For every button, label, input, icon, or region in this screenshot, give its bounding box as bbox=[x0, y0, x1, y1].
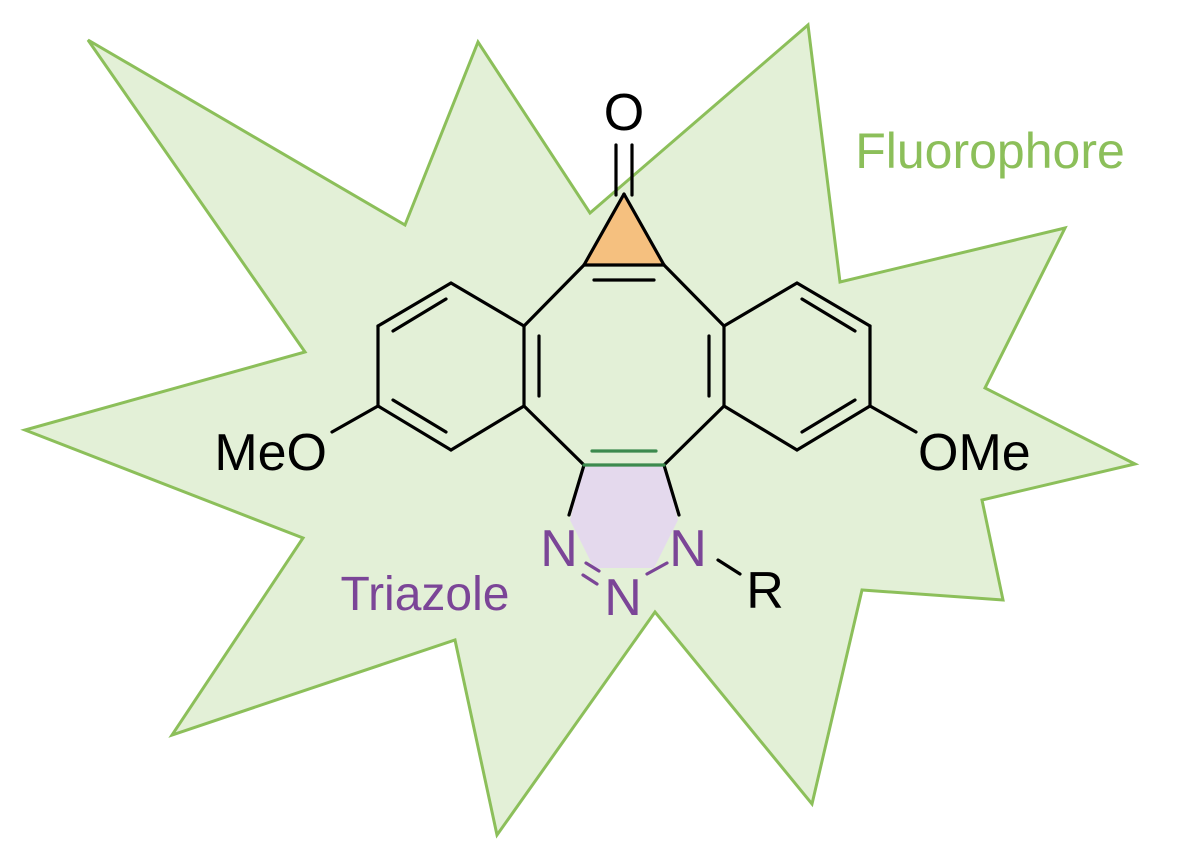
nitrogen-left-label: N bbox=[540, 520, 578, 578]
molecule-bonds bbox=[330, 143, 918, 576]
starburst-background bbox=[20, 22, 1140, 839]
triazole-ring bbox=[570, 465, 678, 568]
methoxy-left-label: MeO bbox=[214, 424, 327, 482]
triazole-bonds bbox=[581, 449, 669, 586]
triazole-label: Triazole bbox=[341, 568, 510, 621]
carbonyl-oxygen-label: O bbox=[604, 84, 644, 142]
nitrogen-right-label: N bbox=[669, 520, 707, 578]
methoxy-right-label: OMe bbox=[918, 424, 1031, 482]
nitrogen-bottom-label: N bbox=[604, 569, 642, 627]
substituent-r-label: R bbox=[746, 562, 784, 620]
cyclopropenone-ring bbox=[584, 194, 664, 265]
fluorophore-label: Fluorophore bbox=[855, 123, 1125, 179]
